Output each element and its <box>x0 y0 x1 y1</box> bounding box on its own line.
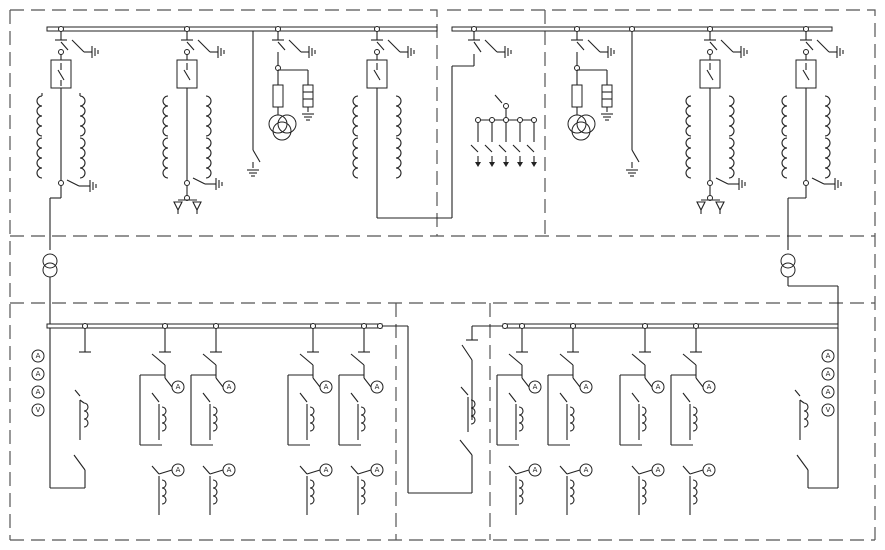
bus-tie-isolator <box>468 26 512 60</box>
ammeter-label: A <box>36 352 41 360</box>
distribution-fanout <box>470 94 538 168</box>
lower-feeder-1: A A <box>139 323 185 515</box>
ammeter-label: A <box>707 383 712 391</box>
feeder-3-ground <box>246 31 261 177</box>
upper-left-section <box>36 26 833 250</box>
ammeter-label: A <box>584 383 589 391</box>
lower-right-feeder-3: A A <box>619 323 665 515</box>
voltmeter-label: V <box>36 406 41 414</box>
ammeter-label: A <box>176 466 181 474</box>
incomer-right-meters: A A A V <box>821 349 835 417</box>
upper-right-section <box>468 26 844 250</box>
ammeter-label: A <box>584 466 589 474</box>
lower-feeder-4: A A <box>338 323 384 515</box>
incomer-right <box>794 328 839 489</box>
ammeter-label: A <box>324 466 329 474</box>
ammeter-label: A <box>375 466 380 474</box>
ammeter-label: A <box>707 466 712 474</box>
upper-left-busbar <box>46 26 438 32</box>
incomer-left <box>49 323 91 489</box>
main-transformers <box>42 253 839 325</box>
main-transformer-left <box>42 253 58 325</box>
lower-right-feeder-1: A A <box>496 323 542 515</box>
feeder-4-tie <box>352 26 475 219</box>
ammeter-label: A <box>826 388 831 396</box>
ammeter-label: A <box>656 466 661 474</box>
ammeter-label: A <box>533 466 538 474</box>
lower-feeder-3: A A <box>287 323 333 515</box>
lower-right-feeder-2: A A <box>547 323 593 515</box>
ammeter-label: A <box>227 383 232 391</box>
main-transformer-right <box>780 253 839 325</box>
station-transformer-left <box>268 26 316 141</box>
station-transformer-right <box>567 26 615 141</box>
ammeter-label: A <box>36 370 41 378</box>
ammeter-label: A <box>826 370 831 378</box>
incomer-left-meters: A A A V <box>31 349 45 417</box>
feeder-right-2 <box>781 26 844 250</box>
feeder-1 <box>36 26 99 250</box>
upper-right-busbar <box>451 26 833 32</box>
ammeter-label: A <box>375 383 380 391</box>
feeder-right-ground <box>625 26 640 177</box>
lower-feeder-2: A A <box>190 323 236 515</box>
lower-right-busbar <box>502 323 839 329</box>
ammeter-label: A <box>656 383 661 391</box>
ammeter-label: A <box>533 383 538 391</box>
zone-boundaries <box>9 9 876 541</box>
ammeter-label: A <box>826 352 831 360</box>
lower-right-feeder-4: A A <box>670 323 716 515</box>
feeder-2 <box>162 26 225 215</box>
ammeter-label: A <box>176 383 181 391</box>
ammeter-label: A <box>227 466 232 474</box>
lower-left-section: A A A V A <box>31 323 505 515</box>
lower-bus-coupler <box>382 325 505 494</box>
lower-right-section: A A A A <box>496 323 839 515</box>
ammeter-label: A <box>36 388 41 396</box>
voltmeter-label: V <box>826 406 831 414</box>
ammeter-label: A <box>324 383 329 391</box>
feeder-right-1 <box>685 26 748 215</box>
